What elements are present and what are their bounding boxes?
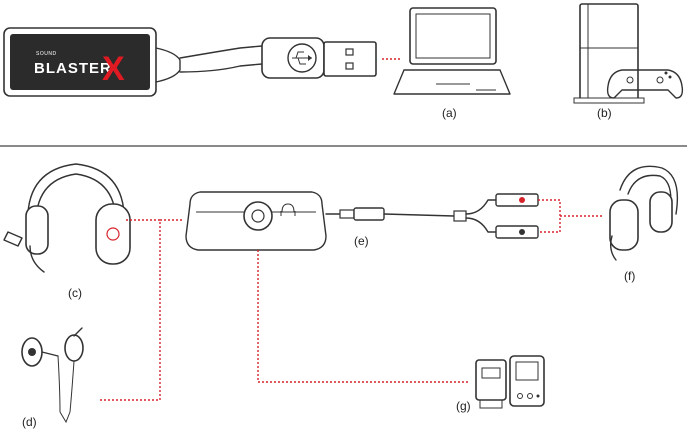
game-console-icon: [574, 4, 644, 103]
label-g: (g): [456, 399, 471, 413]
laptop-icon: [394, 8, 510, 94]
label-b: (b): [597, 106, 612, 120]
earphones-d-icon: [22, 328, 83, 422]
label-f: (f): [624, 269, 635, 283]
headphone-icon: [281, 204, 295, 216]
brand-small-text: SOUND: [36, 51, 57, 57]
usb-cable: [180, 38, 400, 78]
audio-adapter-icon: [186, 192, 326, 250]
label-e: (e): [354, 234, 369, 248]
label-a: (a): [442, 106, 457, 120]
label-c: (c): [68, 286, 82, 300]
brand-x-logo: X: [102, 50, 125, 88]
audio-jack-cable-e: [326, 194, 538, 238]
speakers-g-icon: [476, 356, 544, 408]
brand-big-text: BLASTER: [34, 60, 112, 77]
sound-blaster-x-dongle: SOUND BLASTER X: [4, 28, 180, 96]
headset-c-icon: [4, 164, 130, 272]
label-d: (d): [22, 415, 37, 429]
headset-f-icon: [610, 166, 677, 260]
